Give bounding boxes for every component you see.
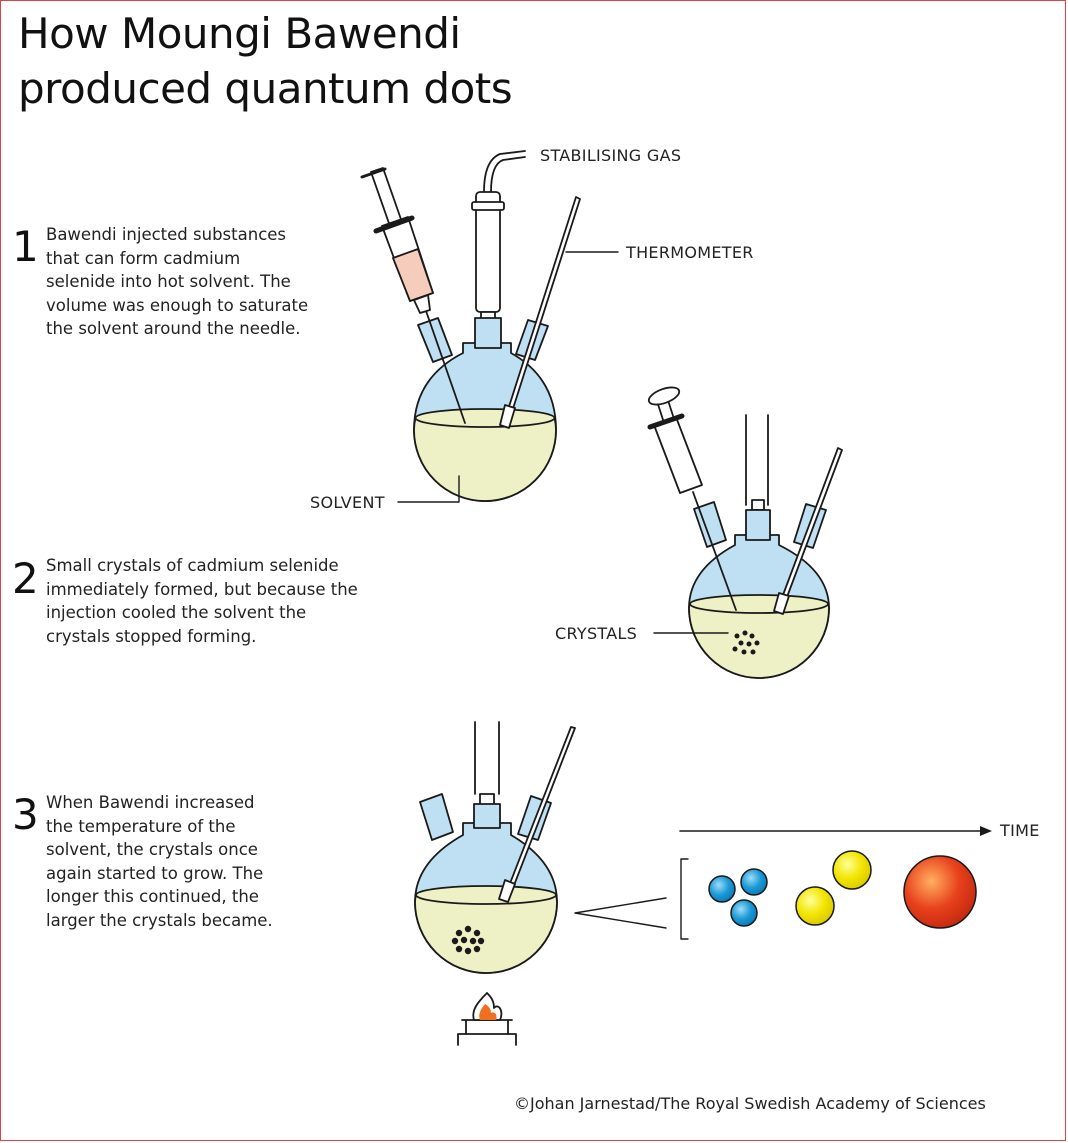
step-2-line: injection cooled the solvent the (46, 603, 307, 622)
step-2-line: crystals stopped forming. (46, 626, 257, 646)
flask-2-crystals (732, 630, 760, 655)
gas-tube (490, 156, 526, 193)
syringe-barrel (653, 416, 703, 494)
burner-top (461, 1019, 513, 1035)
step-3-line: longer this continued, the (46, 887, 259, 906)
step-2-number: 2 (12, 554, 39, 603)
leader-solvent (397, 475, 460, 503)
step-1-line: that can form cadmium (46, 248, 241, 268)
flask-2-inlet-stem (751, 499, 765, 511)
step-3-line: solvent, the crystals once (46, 840, 258, 859)
thermometer-bulb (499, 404, 516, 429)
label-crystals: CRYSTALS (555, 624, 638, 643)
step-3-line: the temperature of the (46, 816, 236, 836)
flask-3-inlet (475, 722, 499, 794)
thermometer-bulb (498, 879, 516, 903)
step-3-number: 3 (12, 790, 39, 839)
flask-2-solvent (688, 603, 830, 679)
flask-2-center-neck (745, 509, 771, 541)
dot-yellow-medium (832, 850, 872, 890)
dot-blue-small (730, 899, 758, 927)
label-time: TIME (1000, 821, 1040, 840)
label-solvent: SOLVENT (310, 493, 385, 512)
step-1-line: volume was enough to saturate (46, 295, 309, 315)
step-2-text: Small crystals of cadmium selenide immed… (46, 554, 358, 648)
time-arrow (679, 826, 992, 836)
burner-stand (457, 1033, 517, 1046)
flask-1-center-neck (474, 317, 502, 349)
flask-3-solvent-surface (415, 885, 557, 905)
flask-1-solvent (413, 417, 557, 502)
needle (424, 307, 466, 424)
syringe-plunger-cap (360, 167, 387, 179)
dot-yellow-medium (795, 886, 835, 926)
dot-blue-small (740, 868, 768, 896)
syringe-liquid (392, 248, 434, 302)
step-2-line: immediately formed, but because the (46, 579, 358, 599)
gas-inlet-collar (471, 201, 505, 211)
step-1-line: the solvent around the needle. (46, 319, 301, 338)
syringe-flange (373, 215, 415, 234)
step-3-line: larger the crystals became. (46, 910, 273, 930)
flask-2-solvent-surface (689, 594, 829, 614)
label-stabilising-gas: STABILISING GAS (540, 146, 682, 165)
zoom-bracket (680, 858, 689, 940)
title-line-2: produced quantum dots (18, 64, 513, 113)
quantum-dots (708, 850, 977, 929)
step-1-line: Bawendi injected substances (46, 225, 287, 244)
flask-1 (360, 150, 581, 502)
step-1-text: Bawendi injected substances that can for… (46, 223, 308, 341)
thermometer-bulb (773, 592, 790, 615)
flask-1-solvent-surface (414, 408, 556, 428)
image-credit: ©Johan Jarnestad/The Royal Swedish Acade… (514, 1094, 986, 1113)
step-3-line: again started to grow. The (46, 863, 264, 883)
flask-3-solvent (414, 894, 558, 974)
step-2-line: Small crystals of cadmium selenide (46, 556, 339, 575)
flame-inner (479, 1004, 497, 1020)
dot-blue-small (708, 875, 736, 903)
flask-3-crystals (451, 925, 485, 955)
leader-lines (397, 251, 729, 940)
syringe-flange (647, 413, 685, 430)
zoom-lines (574, 897, 667, 929)
syringe-plunger-cap (647, 386, 681, 406)
step-1-number: 1 (12, 222, 39, 271)
step-1-line: selenide into hot solvent. The (46, 272, 291, 291)
label-thermometer: THERMOMETER (626, 243, 754, 262)
needle (692, 491, 737, 611)
flask-3-left-neck (419, 793, 454, 841)
flask-3 (414, 721, 576, 1046)
page-title: How Moungi Bawendi produced quantum dots (18, 6, 513, 116)
flask-3-center-neck (473, 803, 501, 829)
flask-2 (647, 386, 843, 679)
flask-2-inlet (746, 415, 768, 505)
step-3-line: When Bawendi increased (46, 793, 255, 812)
title-line-1: How Moungi Bawendi (18, 9, 461, 58)
flask-2-left-neck (693, 501, 727, 548)
dot-red-large (903, 855, 977, 929)
syringe-tip (413, 294, 431, 314)
flask-1-left-neck (417, 317, 453, 363)
gas-tube (483, 150, 526, 193)
step-3-text: When Bawendi increased the temperature o… (46, 791, 273, 932)
